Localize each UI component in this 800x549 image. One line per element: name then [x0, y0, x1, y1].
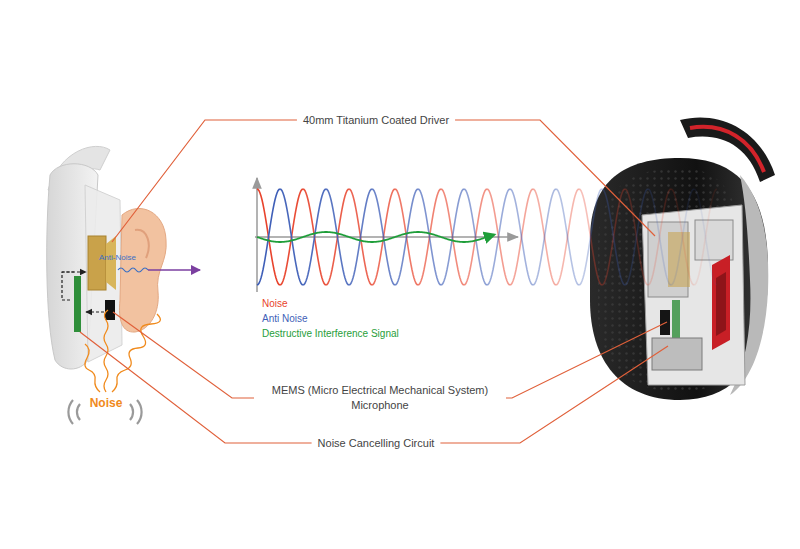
legend-entry: Destructive Interference Signal: [262, 327, 399, 340]
sine-wave: [510, 189, 533, 285]
sine-wave: [671, 189, 694, 285]
sine-wave: [349, 189, 372, 285]
sine-wave: [303, 189, 326, 285]
sine-wave: [349, 189, 372, 285]
sine-wave: [602, 189, 625, 285]
sine-wave: [395, 189, 418, 285]
sine-wave: [487, 189, 510, 285]
legend-label: Anti Noise: [262, 313, 308, 324]
sine-wave: [441, 189, 464, 285]
part-label: 40mm Titanium Coated Driver: [303, 113, 449, 128]
sine-wave: [441, 189, 464, 285]
sine-wave: [579, 189, 602, 285]
sine-wave: [372, 189, 395, 285]
sine-wave: [257, 189, 280, 285]
signal-label: Anti-Noise: [99, 253, 136, 263]
sine-wave: [648, 189, 671, 285]
sine-wave: [510, 189, 533, 285]
waveform-chart: [255, 178, 717, 292]
sine-wave: [326, 189, 349, 285]
sine-wave: [280, 189, 303, 285]
sine-wave: [602, 189, 625, 285]
sine-wave: [395, 189, 418, 285]
sine-wave: [487, 189, 510, 285]
sine-wave: [280, 189, 303, 285]
y-axis: [256, 178, 258, 292]
legend-entry: Anti Noise: [262, 312, 308, 325]
sine-wave: [372, 189, 395, 285]
legend-label: Noise: [262, 298, 288, 309]
sine-wave: [625, 189, 648, 285]
sine-wave: [694, 189, 717, 285]
legend-entry: Noise: [262, 297, 288, 310]
x-axis: [255, 236, 518, 238]
sine-wave: [303, 189, 326, 285]
sine-wave: [648, 189, 671, 285]
interference-wave: [257, 232, 494, 242]
sine-wave: [533, 189, 556, 285]
sine-wave: [625, 189, 648, 285]
part-label: Noise Cancelling Circuit: [318, 436, 435, 451]
left-cutaway: [47, 146, 200, 424]
leader-line: [112, 120, 297, 242]
sine-wave: [418, 189, 441, 285]
sine-wave: [579, 189, 602, 285]
part-label: MEMS (Micro Electrical Mechanical System…: [260, 383, 500, 413]
sine-wave: [556, 189, 579, 285]
leader-line: [455, 120, 655, 236]
sine-wave: [694, 189, 717, 285]
signal-label: Noise: [90, 396, 123, 411]
sine-wave: [418, 189, 441, 285]
sine-wave: [556, 189, 579, 285]
sine-wave: [464, 189, 487, 285]
sine-wave: [326, 189, 349, 285]
sine-wave: [464, 189, 487, 285]
sine-wave: [533, 189, 556, 285]
leader-line: [113, 312, 254, 398]
legend-label: Destructive Interference Signal: [262, 328, 399, 339]
leader-line: [506, 322, 667, 398]
right-headphone: [590, 117, 775, 400]
sine-wave: [257, 189, 280, 285]
sine-wave: [671, 189, 694, 285]
